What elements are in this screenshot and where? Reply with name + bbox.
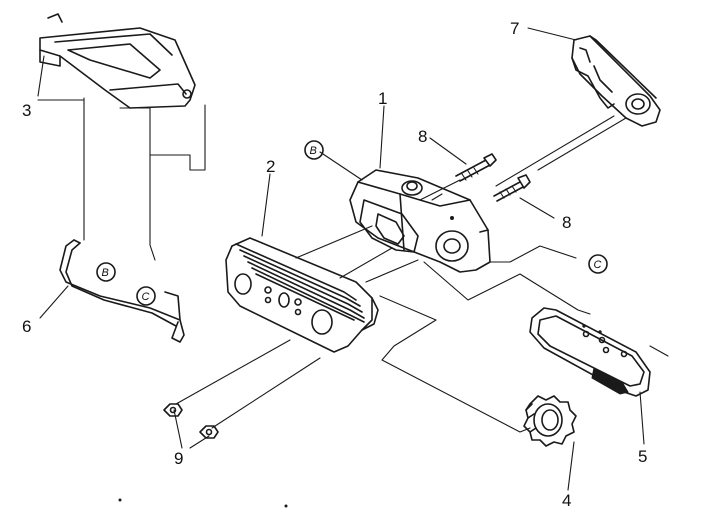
part-9-nut-upper — [163, 403, 183, 417]
callout-4: 4 — [562, 491, 571, 510]
part-4-gear — [523, 395, 577, 447]
part-5-belt — [529, 307, 651, 397]
part-7-lever — [571, 35, 661, 127]
ref-c-right-label: C — [594, 259, 602, 271]
ref-b-top-label: B — [310, 145, 317, 157]
callout-9: 9 — [174, 449, 183, 468]
part-8-screw-lower — [493, 174, 531, 202]
circled-ref-c-right: C — [588, 254, 608, 274]
callout-5: 5 — [638, 447, 647, 466]
part-1-block — [349, 169, 491, 273]
assembly-lines — [173, 115, 669, 449]
callout-2: 2 — [266, 157, 275, 176]
part-8-screw-upper — [455, 153, 497, 182]
callout-numbers: 1 2 3 4 5 6 7 8 8 9 — [22, 19, 647, 510]
ref-c-left-label: C — [142, 291, 150, 303]
callout-1: 1 — [378, 89, 387, 108]
specks — [118, 498, 288, 508]
callout-8-lower: 8 — [562, 213, 571, 232]
callout-7: 7 — [510, 19, 519, 38]
circled-ref-c-left: C — [136, 286, 156, 306]
part-6-wire-clip — [59, 239, 185, 343]
callout-3: 3 — [22, 101, 31, 120]
part-3-bracket — [39, 13, 196, 109]
circled-ref-b-left: B — [96, 262, 116, 282]
callout-6: 6 — [22, 317, 31, 336]
circled-ref-b-top: B — [304, 140, 324, 160]
part-3-outline-leader — [37, 97, 206, 261]
callout-8-upper: 8 — [418, 127, 427, 146]
callout-leaders — [37, 27, 645, 491]
part-2-pad — [225, 237, 379, 353]
ref-b-left-label: B — [102, 267, 109, 279]
